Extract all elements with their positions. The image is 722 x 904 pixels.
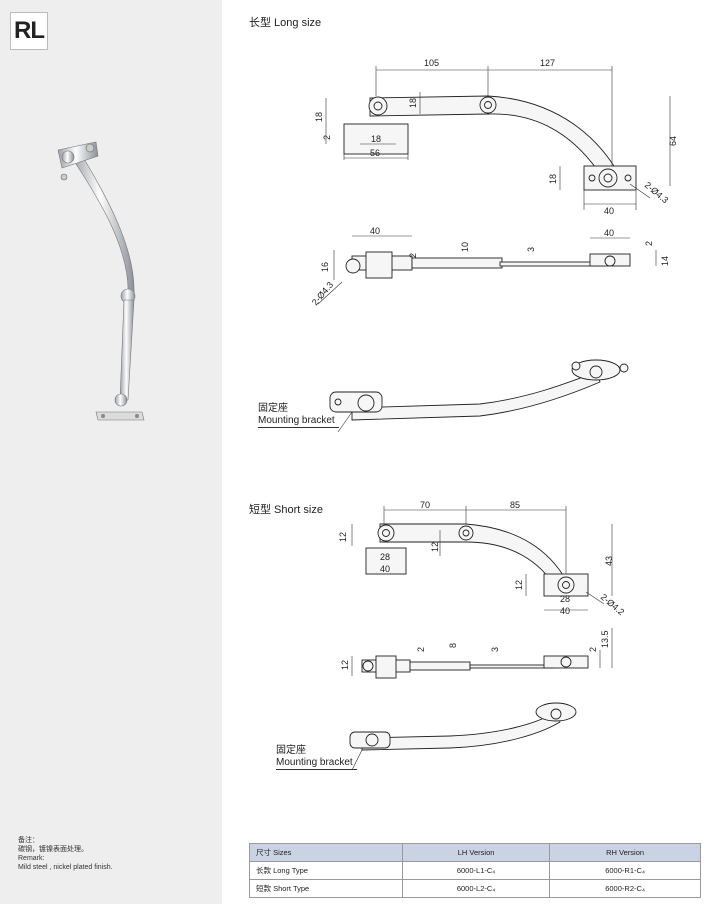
long-dim-64: 64 xyxy=(668,136,678,146)
long-dim-18b: 18 xyxy=(408,98,418,108)
short-dim-13-5: 13.5 xyxy=(600,630,610,648)
short-callout-zh: 固定座 xyxy=(276,745,306,756)
short-dim-2a: 2 xyxy=(416,647,426,652)
short-size-title: 短型 Short size xyxy=(249,504,323,516)
long-dim-127: 127 xyxy=(540,58,555,68)
short-dim-85: 85 xyxy=(510,500,520,510)
short-perspective-view xyxy=(349,702,577,771)
header-lh-version: LH Version xyxy=(401,843,551,862)
row-short-size: 短款 Short Type xyxy=(249,879,403,898)
sidebar-panel: RL 备注： 碳钢，镀镍表面处理。 Remark: Mild steel , xyxy=(0,0,222,904)
part-number-table: 尺寸 Sizes LH Version RH Version 长款 Long T… xyxy=(249,843,701,898)
remark-zh-text: 碳钢，镀镍表面处理。 xyxy=(18,846,88,853)
short-dim-12c: 12 xyxy=(514,580,524,590)
short-dim-28b: 28 xyxy=(560,594,570,604)
long-top-view: 105 127 18 18 2 18 56 64 18 40 2-Ø4.3 xyxy=(314,58,678,216)
short-dim-43: 43 xyxy=(604,556,614,566)
long-dim-2: 2 xyxy=(322,135,332,140)
long-dim-40c: 40 xyxy=(604,228,614,238)
long-mounting-bracket-callout: 固定座 Mounting bracket xyxy=(258,403,339,428)
long-dim-18a: 18 xyxy=(314,112,324,122)
header-sizes: 尺寸 Sizes xyxy=(249,843,403,862)
long-dim-40b: 40 xyxy=(370,226,380,236)
long-dim-18c: 18 xyxy=(371,134,381,144)
remark-zh-label: 备注： xyxy=(18,837,39,844)
long-dim-2c: 2 xyxy=(644,241,654,246)
short-dim-3: 3 xyxy=(490,647,500,652)
product-illustration xyxy=(57,141,145,421)
long-dim-40a: 40 xyxy=(604,206,614,216)
short-dim-40b: 40 xyxy=(560,606,570,616)
short-dim-2b: 2 xyxy=(588,647,598,652)
table-row: 长款 Long Type 6000-L1-C₄ 6000-R1-C₄ xyxy=(249,861,701,880)
long-dim-10: 10 xyxy=(460,242,470,252)
short-dim-12a: 12 xyxy=(338,532,348,542)
remarks: 备注： 碳钢，镀镍表面处理。 Remark: Mild steel , nick… xyxy=(18,836,113,872)
short-side-view: 12 2 8 3 2 13.5 xyxy=(340,628,613,679)
long-size-title: 长型 Long size xyxy=(249,17,322,29)
long-dim-16: 16 xyxy=(320,262,330,272)
long-size-drawing: 105 127 18 18 2 18 56 64 18 40 2-Ø4.3 40… xyxy=(310,58,678,433)
long-dim-56: 56 xyxy=(370,148,380,158)
row-short-rh: 6000-R2-C₄ xyxy=(549,879,701,898)
short-dim-12d: 12 xyxy=(340,660,350,670)
short-dim-40a: 40 xyxy=(380,564,390,574)
short-callout-en: Mounting bracket xyxy=(276,757,357,770)
model-code-badge: RL xyxy=(10,12,48,50)
long-callout-en: Mounting bracket xyxy=(258,415,339,428)
row-long-lh: 6000-L1-C₄ xyxy=(401,861,551,880)
short-dim-8: 8 xyxy=(448,643,458,648)
remark-en-text: Mild steel , nickel plated finish. xyxy=(18,864,113,871)
short-mounting-bracket-callout: 固定座 Mounting bracket xyxy=(276,745,357,770)
long-dim-105: 105 xyxy=(424,58,439,68)
short-dim-12b: 12 xyxy=(430,542,440,552)
short-dim-70: 70 xyxy=(420,500,430,510)
short-dim-28a: 28 xyxy=(380,552,390,562)
row-short-lh: 6000-L2-C₄ xyxy=(401,879,551,898)
long-callout-zh: 固定座 xyxy=(258,403,288,414)
remark-en-label: Remark: xyxy=(18,855,45,862)
table-row: 短款 Short Type 6000-L2-C₄ 6000-R2-C₄ xyxy=(249,879,701,898)
short-dim-hole: 2-Ø4.2 xyxy=(599,592,627,617)
long-dim-2b: 2 xyxy=(408,253,418,258)
header-rh-version: RH Version xyxy=(549,843,701,862)
long-dim-18d: 18 xyxy=(548,174,558,184)
row-long-rh: 6000-R1-C₄ xyxy=(549,861,701,880)
long-perspective-view xyxy=(329,359,629,433)
table-header-row: 尺寸 Sizes LH Version RH Version xyxy=(249,843,701,862)
long-side-view: 40 40 16 2 10 3 2 14 2-Ø4.3 xyxy=(310,226,670,307)
row-long-size: 长款 Long Type xyxy=(249,861,403,880)
short-top-view: 70 85 12 12 28 40 43 12 28 40 2-Ø4.2 xyxy=(338,500,626,617)
long-dim-14: 14 xyxy=(660,256,670,266)
long-dim-3: 3 xyxy=(526,247,536,252)
